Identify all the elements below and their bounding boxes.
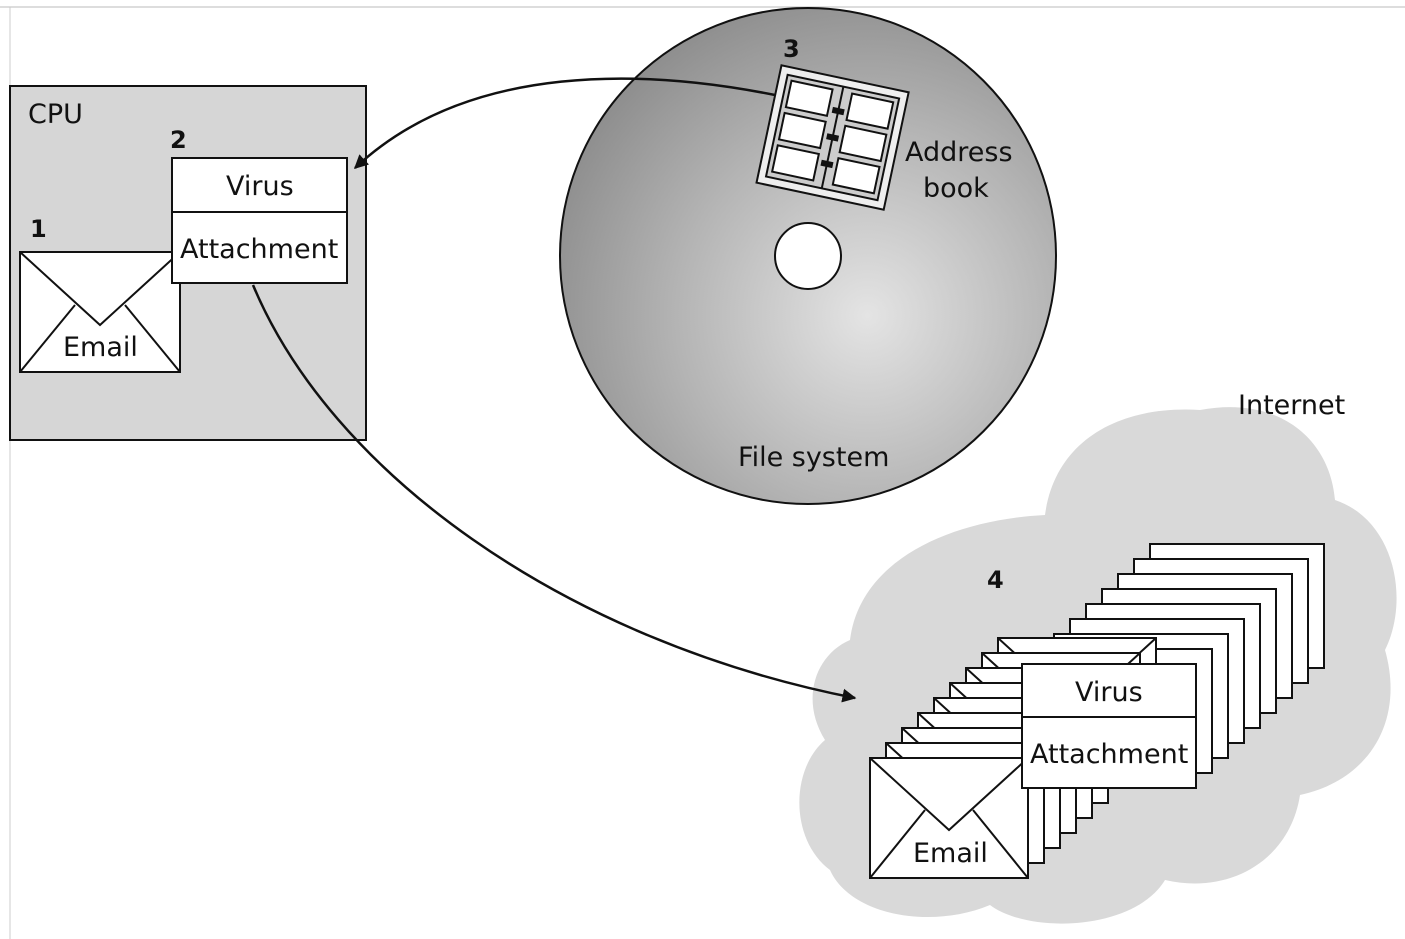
email-label: Email (63, 332, 138, 363)
virus-label: Virus (226, 171, 294, 202)
step-number-3: 3 (783, 35, 800, 63)
step-number-4: 4 (987, 566, 1004, 594)
step-number-2: 2 (170, 126, 187, 154)
front-attachment-label: Attachment (1030, 739, 1188, 770)
virus-attachment-box (171, 157, 348, 284)
address-book-label-line1: Address (905, 137, 1013, 168)
front-virus-label: Virus (1075, 677, 1143, 708)
arrow-attachment-to-internet (251, 284, 857, 703)
attachment-label: Attachment (180, 234, 338, 265)
internet-label: Internet (1238, 390, 1345, 421)
front-email-envelope (869, 757, 1029, 879)
email-envelope (19, 251, 181, 373)
address-book-label-line2: book (923, 173, 989, 204)
address-book-icon (755, 64, 910, 211)
disk-hole (774, 222, 842, 290)
arrow-address-book-to-cpu (353, 77, 776, 169)
step-number-1: 1 (30, 215, 47, 243)
front-email-label: Email (913, 838, 988, 869)
front-virus-attachment-box (1021, 663, 1197, 789)
file-system-label: File system (738, 442, 889, 473)
cpu-label: CPU (28, 99, 83, 130)
